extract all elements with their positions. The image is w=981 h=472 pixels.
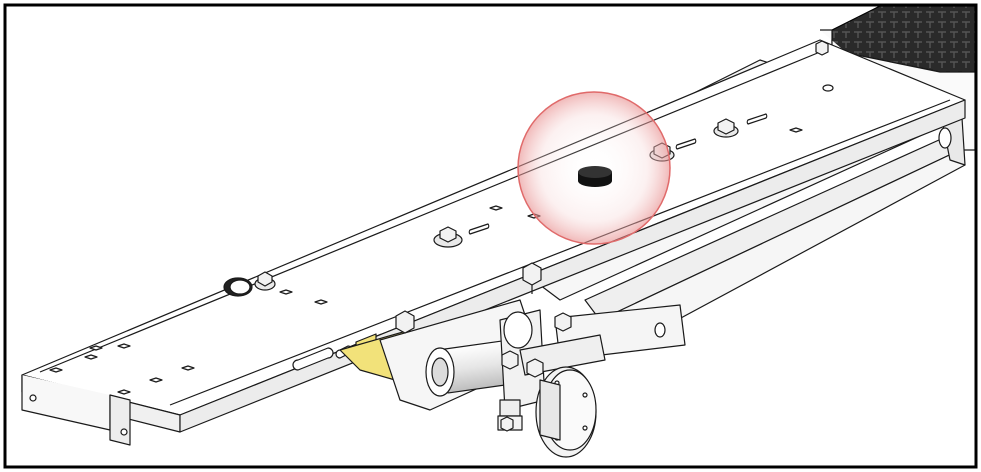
bolt — [501, 350, 519, 370]
bolt — [554, 312, 572, 332]
highlight-callout — [517, 91, 671, 245]
bolt — [522, 262, 542, 294]
bolt — [500, 416, 514, 432]
roller — [223, 277, 253, 297]
bolt — [713, 118, 739, 138]
bolt — [395, 310, 415, 334]
rubber-stop — [578, 166, 612, 187]
figure-frame — [3, 3, 978, 469]
bolt — [254, 271, 276, 291]
bolt — [526, 358, 544, 378]
square-holes — [49, 127, 803, 395]
hanger-assembly — [379, 299, 686, 458]
bolt — [433, 226, 463, 248]
bolt — [815, 40, 829, 56]
